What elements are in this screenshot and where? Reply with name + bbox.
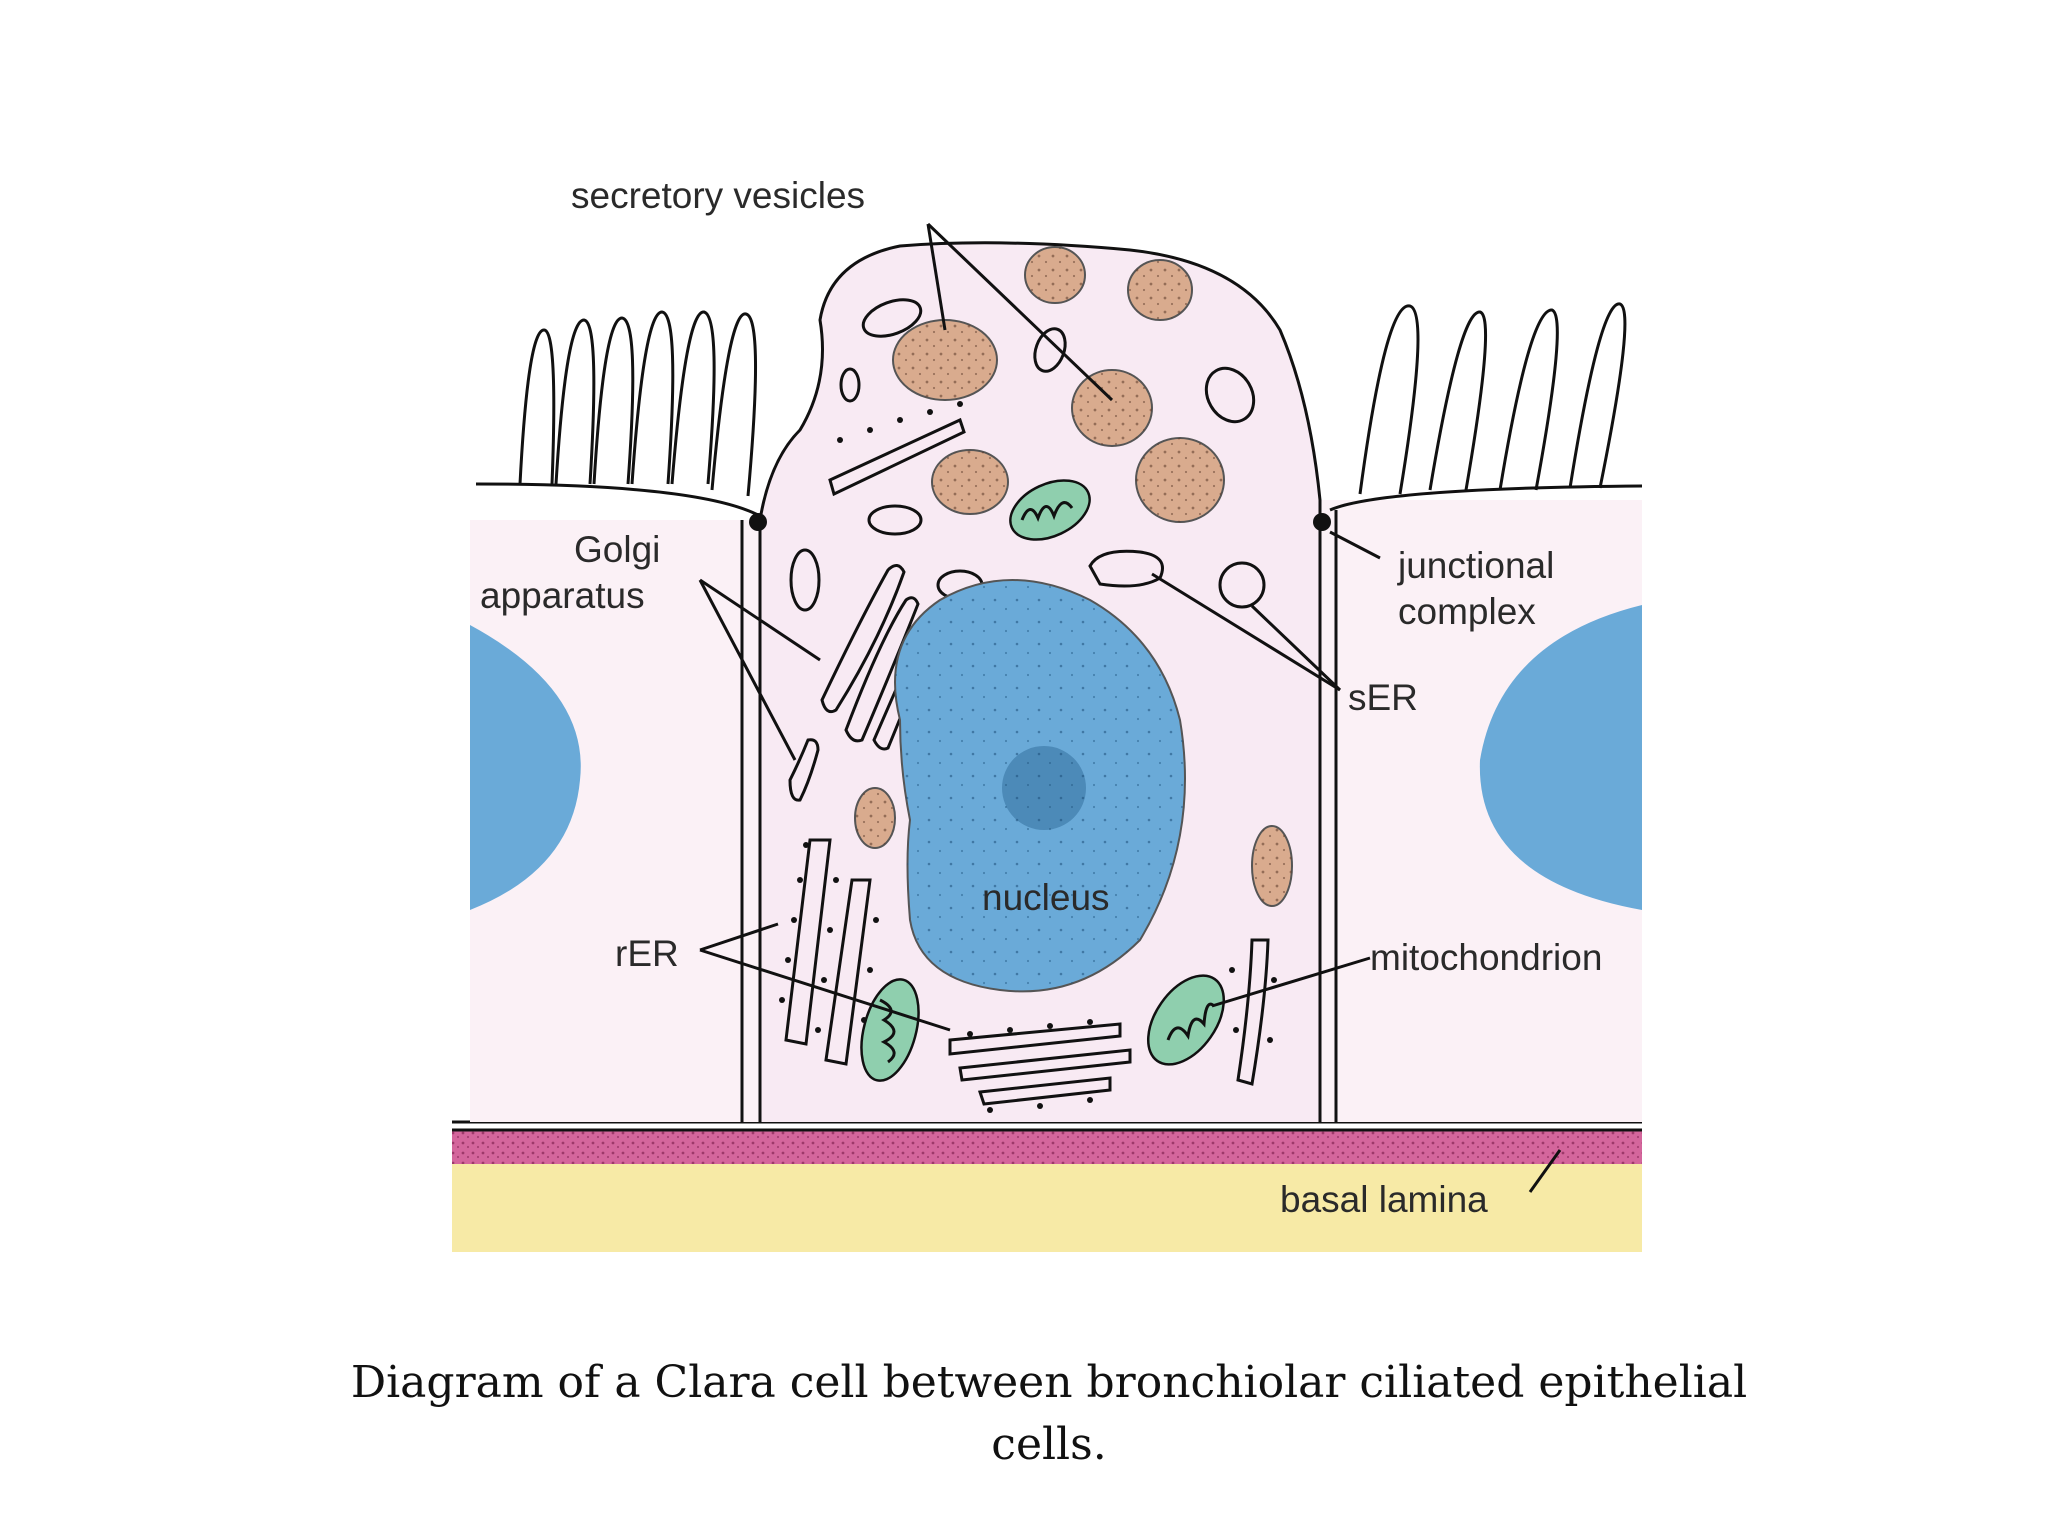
left-ciliated-cell	[470, 310, 761, 1122]
label-mitochondrion: mitochondrion	[1370, 937, 1602, 978]
left-cilia	[518, 310, 757, 497]
nucleus-body	[894, 579, 1186, 993]
label-golgi-line2: apparatus	[480, 575, 645, 616]
right-ciliated-cell	[1320, 302, 1643, 1122]
junction-right	[1313, 513, 1331, 531]
label-junctional-line1: junctional	[1397, 545, 1554, 586]
label-junctional-line2: complex	[1398, 591, 1536, 632]
label-golgi-line1: Golgi	[574, 529, 660, 570]
junction-left	[749, 513, 767, 531]
mitochondria	[860, 479, 1226, 1082]
label-rer: rER	[615, 933, 679, 974]
label-ser: sER	[1348, 677, 1418, 718]
left-cell-nucleus	[470, 625, 581, 910]
leader-lines	[698, 222, 1562, 1193]
label-nucleus: nucleus	[982, 877, 1110, 918]
secretory-vesicles	[854, 246, 1293, 907]
figure-caption: Diagram of a Clara cell between bronchio…	[350, 1357, 1748, 1470]
ribosome-dots	[779, 401, 1277, 1113]
right-cilia	[1358, 302, 1627, 495]
connective-tissue	[452, 1158, 1642, 1252]
rough-er	[784, 838, 1270, 1106]
label-secretory-vesicles: secretory vesicles	[571, 175, 865, 216]
label-basal-lamina: basal lamina	[1280, 1179, 1488, 1220]
right-cell-nucleus	[1479, 605, 1642, 910]
